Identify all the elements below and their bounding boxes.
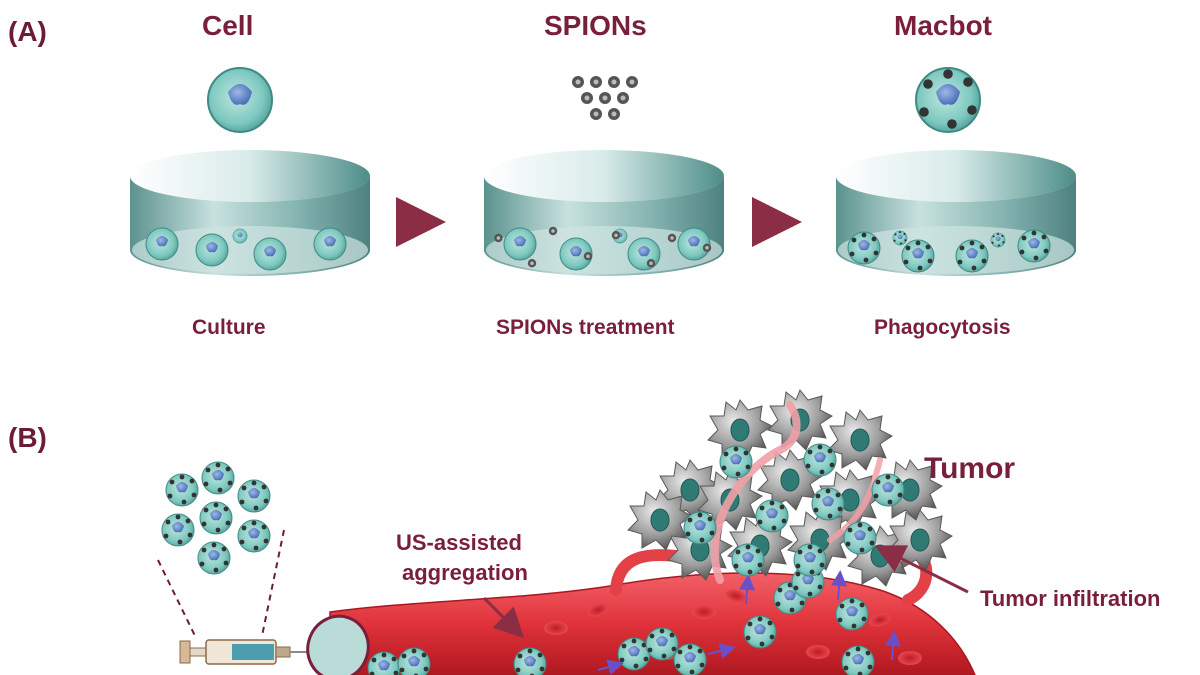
infiltration-label: Tumor infiltration [980, 586, 1161, 611]
infiltration-pointer [874, 545, 969, 594]
aggregation-label-line2: aggregation [402, 560, 528, 585]
macbot-cluster-inset [161, 461, 271, 575]
aggregation-pointer [482, 596, 525, 639]
syringe-icon [179, 639, 316, 665]
inset-guide-right [261, 529, 285, 637]
vessel-opening [306, 614, 370, 675]
stage-caption-phagocytosis: Phagocytosis [874, 316, 1011, 339]
spions-cluster [572, 76, 638, 120]
stage-title-macbot: Macbot [894, 10, 992, 41]
stage-caption-culture: Culture [192, 316, 266, 339]
panel-a-label: (A) [8, 16, 47, 47]
tumor-vessel [710, 401, 801, 584]
stage-title-cell: Cell [202, 10, 254, 41]
flow-arrows [597, 570, 902, 675]
stage-caption-treatment: SPIONs treatment [496, 316, 675, 339]
spions-dish [484, 150, 724, 276]
tumor-vessel-2 [827, 457, 883, 543]
stage-title-spions: SPIONs [544, 10, 647, 41]
aggregation-label-line1: US-assisted [396, 530, 522, 555]
branch-vessel-left [610, 549, 682, 596]
culture-dish [130, 150, 370, 276]
macbot-dish [836, 150, 1076, 276]
tumor-label: Tumor [924, 452, 1016, 485]
cell-illustration [207, 67, 273, 133]
macbot-illustration [915, 67, 981, 133]
panel-b-label: (B) [8, 422, 47, 453]
inset-guide-left [157, 559, 197, 639]
